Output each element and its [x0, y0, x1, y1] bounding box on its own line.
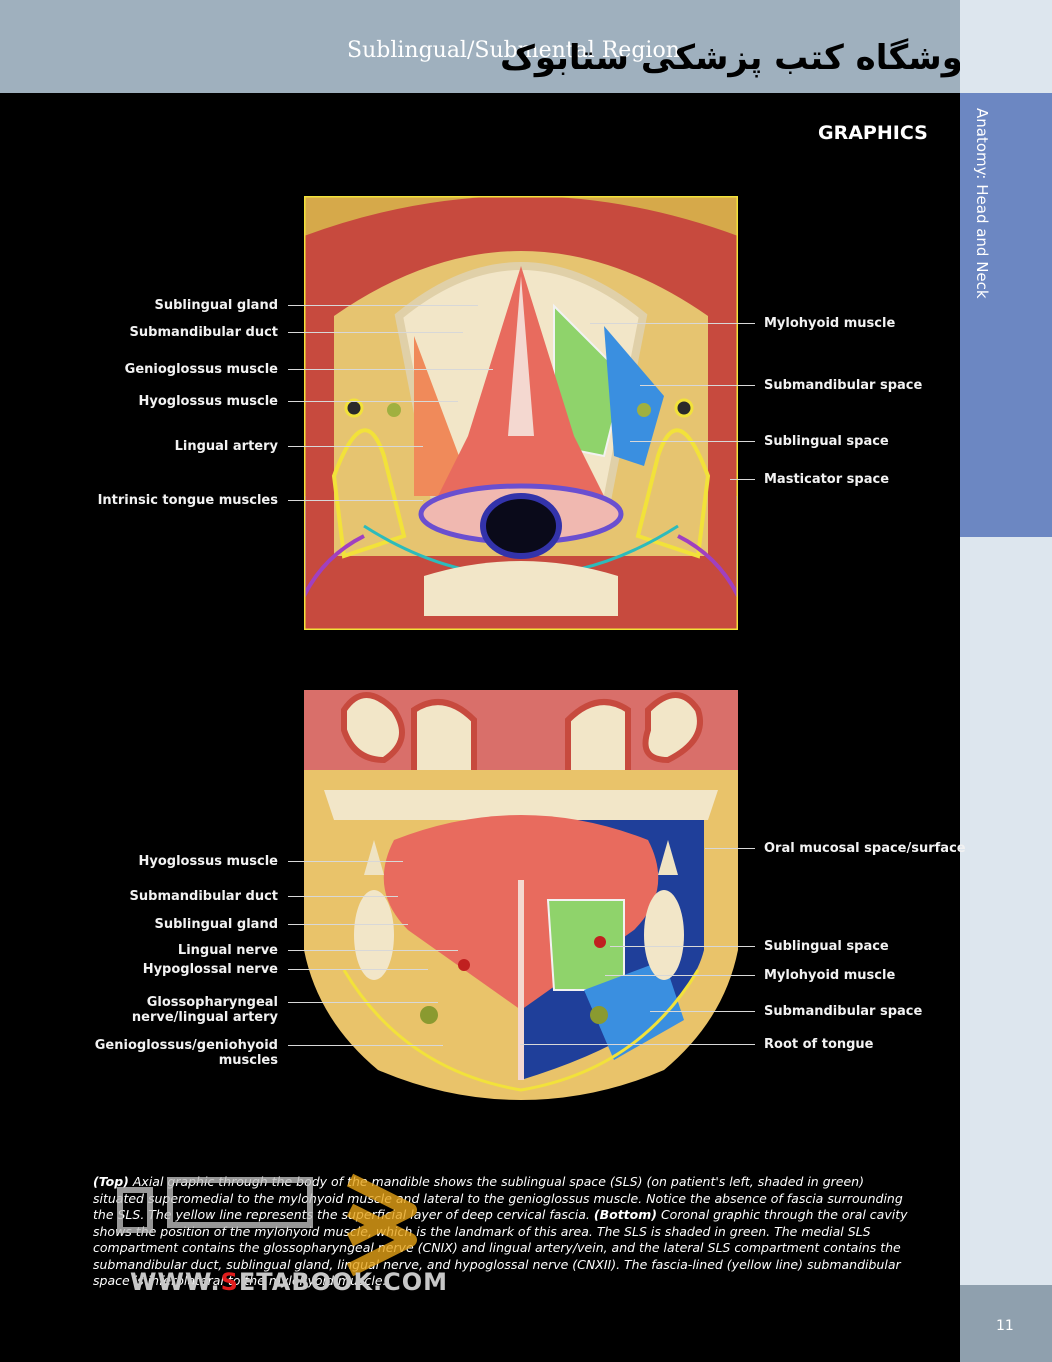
caption-body-bottom: Coronal graphic through the oral cavity … [93, 1207, 908, 1288]
leader-line [288, 332, 463, 333]
caption-lead-top: (Top) [93, 1174, 129, 1189]
label-masticator-space: Masticator space [764, 472, 890, 487]
leader-line [650, 1011, 755, 1012]
store-watermark-text: فروشگاه کتب پزشکی ستابوک [500, 38, 1007, 78]
label-line: Genioglossus/geniohyoid [94, 1038, 278, 1053]
label-sublingual-space: Sublingual space [764, 434, 889, 449]
rail-top [960, 0, 1052, 93]
label-sublingual-gland: Sublingual gland [154, 917, 279, 932]
leader-line [288, 896, 398, 897]
label-sublingual-gland: Sublingual gland [154, 298, 279, 313]
label-genioglossus-geniohyoid-muscles: Genioglossus/geniohyoid muscles [95, 1038, 278, 1068]
rail-middle [960, 537, 1052, 1285]
setabook-logo-watermark [117, 1173, 417, 1277]
leader-line [520, 1044, 755, 1045]
label-submandibular-space: Submandibular space [764, 1004, 923, 1019]
url-rest: ETABOOK.COM [238, 1268, 449, 1296]
caption-body-top: Axial graphic through the body of the ma… [93, 1174, 903, 1222]
leader-line [288, 861, 403, 862]
label-submandibular-duct: Submandibular duct [129, 889, 278, 904]
leader-line [288, 924, 408, 925]
leader-line [640, 385, 755, 386]
leader-line [610, 946, 755, 947]
section-title: GRAPHICS [818, 122, 928, 144]
label-lingual-artery: Lingual artery [174, 439, 278, 454]
leader-line [288, 500, 423, 501]
header-bar [0, 0, 960, 93]
leader-line [730, 479, 755, 480]
leader-line [288, 305, 478, 306]
label-line: nerve/lingual artery [131, 1010, 278, 1025]
rail-chapter-tab [960, 93, 1052, 537]
label-mylohyoid-muscle: Mylohyoid muscle [764, 316, 896, 331]
chapter-label: Anatomy: Head and Neck [973, 108, 991, 299]
setabook-url-watermark: WWW.SETABOOK.COM [130, 1268, 448, 1296]
leader-line [590, 323, 755, 324]
label-genioglossus-muscle: Genioglossus muscle [124, 362, 278, 377]
leader-line [288, 1045, 443, 1046]
label-mylohyoid-muscle: Mylohyoid muscle [764, 968, 896, 983]
label-sublingual-space: Sublingual space [764, 939, 889, 954]
label-line: Glossopharyngeal [146, 995, 278, 1010]
coronal-anatomy-illustration [304, 690, 738, 1124]
leader-line [288, 369, 493, 370]
leader-line [288, 969, 428, 970]
leader-line [605, 975, 755, 976]
leader-line [630, 441, 755, 442]
caption-lead-bottom: (Bottom) [593, 1207, 657, 1222]
page-header-title: Sublingual/Submental Region [347, 38, 680, 63]
url-accent-letter: S [220, 1268, 239, 1296]
figure-caption: (Top) Axial graphic through the body of … [93, 1174, 913, 1290]
page-number: 11 [996, 1318, 1014, 1334]
label-intrinsic-tongue-muscles: Intrinsic tongue muscles [97, 493, 278, 508]
label-oral-mucosal-space: Oral mucosal space/surface [764, 841, 966, 856]
url-prefix: WWW. [130, 1268, 221, 1296]
label-line: muscles [218, 1053, 278, 1068]
axial-anatomy-illustration [304, 196, 738, 630]
leader-line [705, 848, 755, 849]
label-submandibular-duct: Submandibular duct [129, 325, 278, 340]
label-hyoglossus-muscle: Hyoglossus muscle [138, 394, 279, 409]
rail-bottom [960, 1285, 1052, 1362]
label-glossopharyngeal-nerve-lingual-artery: Glossopharyngeal nerve/lingual artery [132, 995, 278, 1025]
leader-line [288, 950, 458, 951]
label-root-of-tongue: Root of tongue [764, 1037, 874, 1052]
label-hypoglossal-nerve: Hypoglossal nerve [142, 962, 278, 977]
label-submandibular-space: Submandibular space [764, 378, 923, 393]
leader-line [288, 446, 423, 447]
label-lingual-nerve: Lingual nerve [177, 943, 278, 958]
leader-line [288, 1002, 438, 1003]
label-hyoglossus-muscle: Hyoglossus muscle [138, 854, 279, 869]
leader-line [288, 401, 458, 402]
